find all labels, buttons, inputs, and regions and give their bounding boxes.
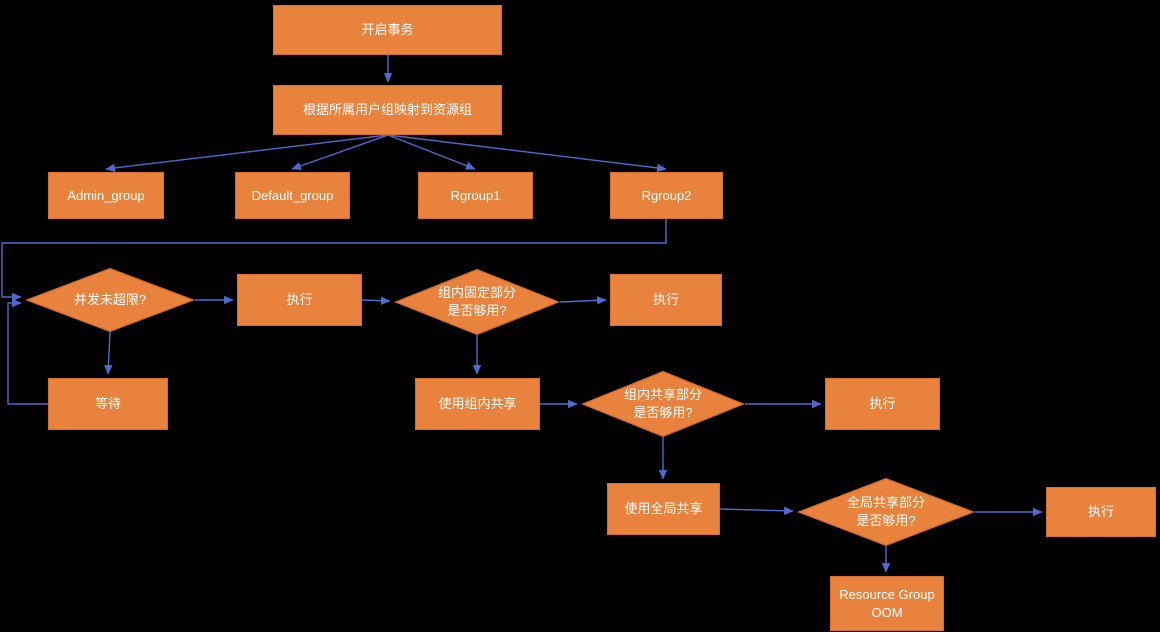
node-default-group: Default_group <box>235 172 350 219</box>
node-rgroup1-label: Rgroup1 <box>450 187 501 203</box>
node-concurrency-check-label: 并发未超限? <box>73 292 147 308</box>
edge-group-fixed-check-to-execute-2 <box>559 296 607 305</box>
node-group-share-check-label: 组内共享部分是否够用? <box>624 387 703 420</box>
node-resource-group-oom-label: Resource Group OOM <box>839 586 935 620</box>
node-execute-1: 执行 <box>237 274 362 326</box>
node-admin-group-label: Admin_group <box>67 187 145 203</box>
edge-map-to-admin-group <box>105 134 389 173</box>
node-execute-4-label: 执行 <box>1087 504 1114 520</box>
node-rgroup2: Rgroup2 <box>610 172 723 219</box>
edge-execute-1-to-group-fixed-check <box>361 296 391 305</box>
node-group-fixed-check: 组内固定部分是否够用? <box>394 269 560 335</box>
node-resource-group-oom: Resource Group OOM <box>830 576 944 631</box>
diamond-shape <box>581 371 745 437</box>
node-execute-2: 执行 <box>610 274 722 326</box>
node-default-group-label: Default_group <box>251 187 334 203</box>
diamond-shape <box>797 478 975 546</box>
node-start: 开启事务 <box>273 5 502 55</box>
node-group-share-check: 组内共享部分是否够用? <box>581 371 745 437</box>
node-execute-3: 执行 <box>825 378 940 430</box>
node-wait: 等待 <box>48 378 168 430</box>
node-use-global-share: 使用全局共享 <box>607 483 720 535</box>
edge-wait-loop-to-concurrency-check <box>7 298 48 405</box>
node-rgroup2-label: Rgroup2 <box>641 187 692 203</box>
node-map-resource-group: 根据所属用户组映射到资源组 <box>273 85 502 135</box>
edge-map-to-default-group <box>291 134 389 170</box>
node-rgroup1: Rgroup1 <box>418 172 533 219</box>
node-concurrency-check: 并发未超限? <box>25 268 195 332</box>
node-use-group-share-label: 使用组内共享 <box>438 396 517 412</box>
node-execute-3-label: 执行 <box>869 396 896 412</box>
node-global-share-check: 全局共享部分是否够用? <box>797 478 975 546</box>
diamond-shape <box>25 268 195 332</box>
node-group-fixed-check-label: 组内固定部分是否够用? <box>438 285 517 318</box>
edge-map-to-rgroup1 <box>387 134 476 170</box>
node-start-label: 开启事务 <box>361 22 414 38</box>
edge-use-global-share-to-global-share-check <box>719 506 794 515</box>
edge-rgroup2-to-concurrency-check <box>1 219 667 302</box>
node-execute-1-label: 执行 <box>286 292 313 308</box>
node-admin-group: Admin_group <box>48 172 164 219</box>
node-use-group-share: 使用组内共享 <box>415 378 540 430</box>
node-map-resource-group-label: 根据所属用户组映射到资源组 <box>302 102 472 118</box>
node-execute-2-label: 执行 <box>652 292 679 308</box>
node-use-global-share-label: 使用全局共享 <box>624 501 703 517</box>
node-wait-label: 等待 <box>94 396 121 412</box>
diamond-shape <box>394 269 560 335</box>
edge-map-to-rgroup2 <box>387 134 667 173</box>
edge-concurrency-check-to-wait <box>104 331 113 375</box>
node-global-share-check-label: 全局共享部分是否够用? <box>847 495 926 528</box>
node-execute-4: 执行 <box>1046 487 1156 537</box>
